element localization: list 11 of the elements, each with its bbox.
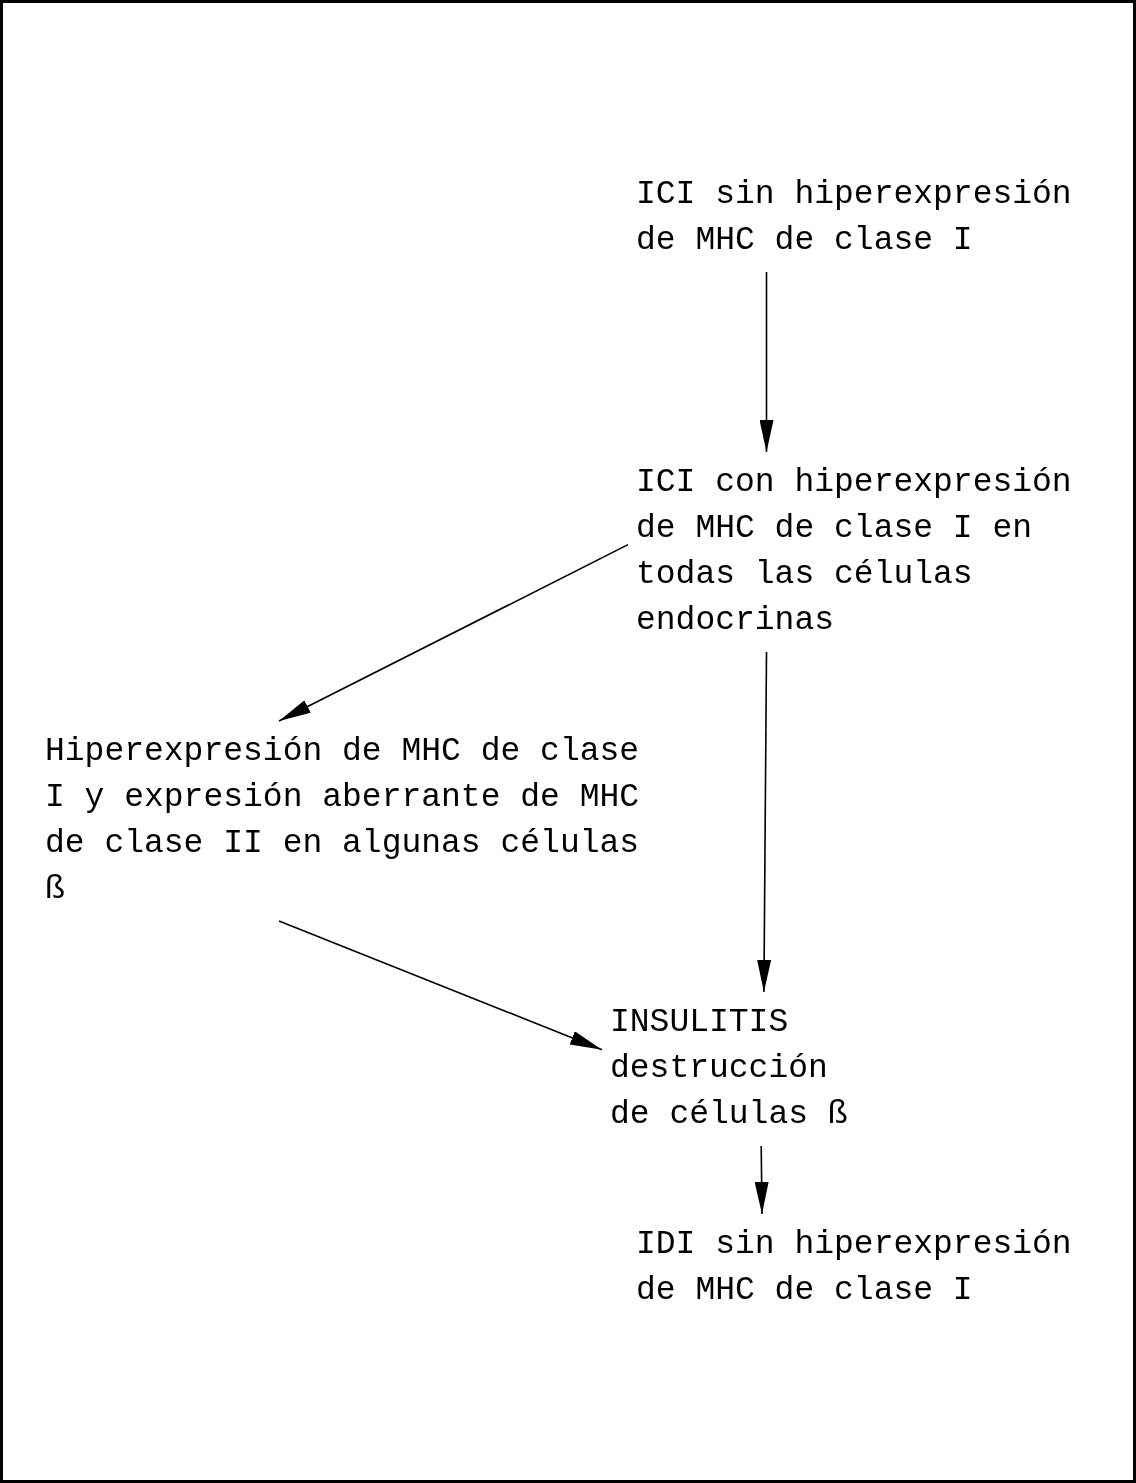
node-text: ICI con hiperexpresión de MHC de clase I en todas las células endocrinas (636, 463, 1073, 641)
node-text: IDI sin hiperexpresión de MHC de clase I (636, 1225, 1073, 1311)
node-text: Hiperexpresión de MHC de clase I y expresión aberrante de MHC de clase II en algunas células ß (45, 732, 641, 910)
arrow (759, 271, 774, 453)
arrow (278, 920, 603, 1051)
arrow (754, 1145, 769, 1215)
arrow (757, 651, 772, 993)
node-text: ICI sin hiperexpresión de MHC de clase I (636, 175, 1073, 261)
arrow (278, 543, 629, 722)
node-text: destrucción de células ß (610, 1049, 849, 1135)
node-text: INSULITIS (610, 1003, 790, 1043)
